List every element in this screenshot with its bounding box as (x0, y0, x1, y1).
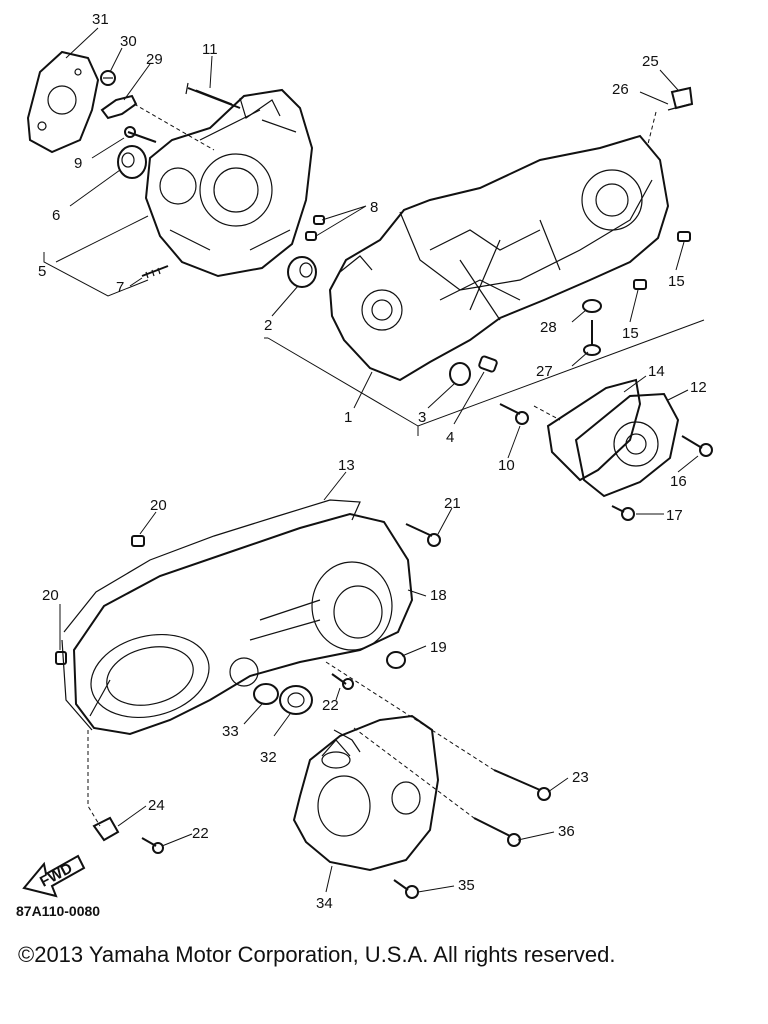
copyright-notice: ©2013 Yamaha Motor Corporation, U.S.A. A… (18, 942, 616, 967)
callout-26: 26 (612, 81, 629, 98)
drain-bolt-part-27 (583, 320, 601, 356)
callout-1: 1 (344, 409, 352, 426)
callout-20-a: 20 (150, 497, 167, 514)
o-ring-part-33 (253, 683, 279, 705)
callout-10: 10 (498, 457, 515, 474)
bolt-part-17 (611, 505, 635, 521)
leader-lines (43, 27, 705, 893)
callout-20-b: 20 (42, 587, 59, 604)
callout-6: 6 (52, 207, 60, 224)
right-crankcase-part-1 (328, 134, 670, 382)
stud-part-7 (141, 265, 169, 279)
callout-11: 11 (202, 41, 218, 58)
fwd-arrow-icon: FWD (22, 854, 86, 898)
bolt-part-11 (185, 82, 241, 109)
diagram-reference-code: 87A110-0080 (16, 903, 101, 919)
gasket-part-14 (546, 378, 642, 482)
callout-14: 14 (648, 363, 665, 380)
bolt-part-16 (681, 435, 713, 457)
dowel-pin-part-20 (55, 535, 145, 665)
duct-cover-part-34 (292, 714, 440, 872)
callout-31: 31 (92, 11, 109, 28)
callout-22-b: 22 (192, 825, 209, 842)
callout-4: 4 (446, 429, 454, 446)
callout-25: 25 (642, 53, 659, 70)
callout-32: 32 (260, 749, 277, 766)
callout-15-b: 15 (622, 325, 639, 342)
bolt-part-9 (124, 126, 157, 143)
bushing-part-2 (287, 256, 317, 288)
callout-labels: 31 30 29 11 25 26 9 6 8 5 7 15 2 28 15 2… (38, 11, 707, 912)
clamp-part-24 (92, 816, 120, 842)
gasket-plate-part-31 (26, 50, 100, 154)
dowel-pins-part-8 (305, 215, 325, 241)
callout-21: 21 (444, 495, 461, 512)
callout-19: 19 (430, 639, 447, 656)
bolt-part-23 (493, 769, 551, 801)
callout-17: 17 (666, 507, 683, 524)
callout-30: 30 (120, 33, 137, 50)
bolt-part-21 (405, 523, 441, 547)
bolt-part-22-upper (331, 673, 354, 690)
bushing-part-3 (449, 362, 471, 386)
plug-part-25 (667, 86, 694, 111)
bolt-part-36 (473, 817, 521, 847)
bolt-part-22-lower (141, 837, 164, 854)
callout-23: 23 (572, 769, 589, 786)
callout-5: 5 (38, 263, 46, 280)
callout-36: 36 (558, 823, 575, 840)
callout-9: 9 (74, 155, 82, 172)
callout-22-a: 22 (322, 697, 339, 714)
bolt-part-10 (499, 403, 529, 425)
callout-24: 24 (148, 797, 165, 814)
washer-part-28 (582, 299, 602, 313)
callout-16: 16 (670, 473, 687, 490)
gasket-part-13 (61, 499, 361, 731)
dowel-pin-part-15 (633, 231, 691, 290)
callout-2: 2 (264, 317, 272, 334)
callout-28: 28 (540, 319, 557, 336)
crankcase-cover-part-18 (72, 512, 414, 736)
callout-8: 8 (370, 199, 378, 216)
callout-34: 34 (316, 895, 333, 912)
callout-13: 13 (338, 457, 355, 474)
callout-18: 18 (430, 587, 447, 604)
callout-29: 29 (146, 51, 163, 68)
bushing-part-6 (117, 145, 147, 179)
callout-3: 3 (418, 409, 426, 426)
bolt-part-35 (393, 879, 419, 899)
callout-27: 27 (536, 363, 553, 380)
callout-35: 35 (458, 877, 475, 894)
clip-part-29 (100, 94, 138, 120)
callout-7: 7 (116, 279, 124, 296)
cap-part-32 (279, 685, 313, 715)
callout-12: 12 (690, 379, 707, 396)
bolt-part-30 (100, 70, 116, 86)
cover-part-12 (574, 392, 680, 498)
callout-33: 33 (222, 723, 239, 740)
pin-part-4 (478, 355, 498, 373)
left-crankcase-part-5 (144, 88, 314, 278)
plug-part-19 (386, 651, 406, 669)
callout-15-a: 15 (668, 273, 685, 290)
